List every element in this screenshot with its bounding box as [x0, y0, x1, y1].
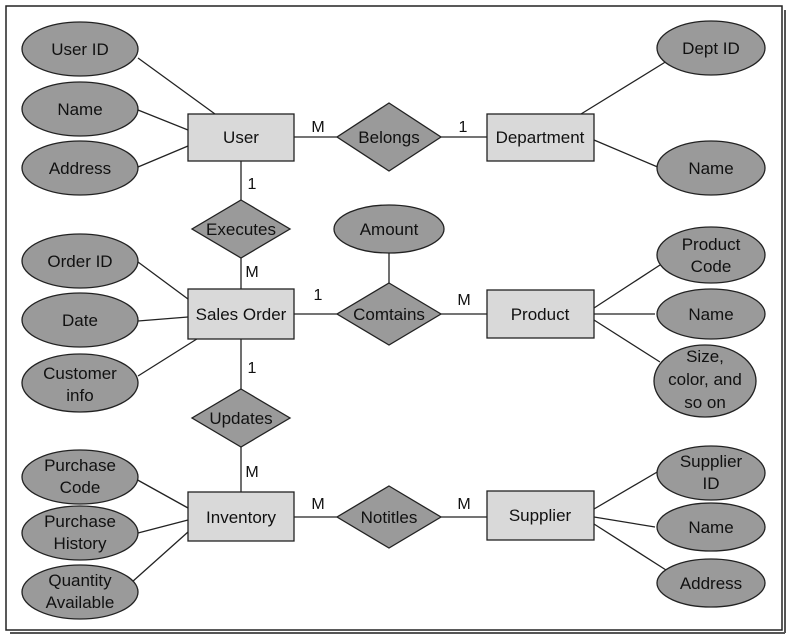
- attr-user-id: User ID: [21, 21, 139, 77]
- attr-dept-name: Name: [656, 140, 766, 196]
- attr-supplier-name: Name: [656, 502, 766, 552]
- relationship-updates-label: Updates: [209, 409, 272, 428]
- line-product-size: [593, 319, 661, 363]
- attr-purchase-code-line1: Purchase: [44, 456, 116, 475]
- card-updates-inventory: M: [245, 464, 258, 481]
- attr-dept-name-label: Name: [688, 159, 733, 178]
- relationship-belongs-label: Belongs: [358, 128, 419, 147]
- attr-product-code: Product Code: [656, 226, 766, 284]
- line-dept-deptid: [580, 60, 668, 115]
- attr-user-address: Address: [21, 140, 139, 196]
- line-date-salesorder: [137, 316, 189, 322]
- attr-supplier-id-line1: Supplier: [680, 452, 743, 471]
- diagram-frame: [5, 5, 783, 631]
- line-product-code: [593, 264, 661, 309]
- attr-purchase-history: Purchase History: [21, 505, 139, 561]
- line-name-user: [137, 109, 189, 131]
- attr-product-name: Name: [656, 288, 766, 340]
- attr-customer-info-line2: info: [66, 386, 93, 405]
- card-belongs-department: 1: [459, 119, 468, 136]
- attr-customer-info: Customer info: [21, 353, 139, 413]
- attr-quantity-available-line2: Available: [46, 593, 115, 612]
- line-address-user: [137, 145, 189, 168]
- attr-order-id: Order ID: [21, 233, 139, 289]
- attr-purchase-code: Purchase Code: [21, 449, 139, 505]
- entity-inventory: Inventory: [187, 491, 295, 542]
- attr-date: Date: [21, 292, 139, 348]
- attr-dept-id-label: Dept ID: [682, 39, 740, 58]
- attr-product-size-line2: color, and: [668, 370, 742, 389]
- connector-lines: [131, 57, 668, 583]
- attr-supplier-name-label: Name: [688, 518, 733, 537]
- line-purchasehistory-inventory: [137, 519, 189, 534]
- entity-inventory-label: Inventory: [206, 508, 276, 527]
- line-purchasecode-inventory: [133, 477, 189, 509]
- attr-user-name-label: Name: [57, 100, 102, 119]
- attr-product-code-line2: Code: [691, 257, 732, 276]
- entity-user-label: User: [223, 128, 259, 147]
- attr-amount-label: Amount: [360, 220, 419, 239]
- relationship-notifies-label: Notitles: [361, 508, 418, 527]
- attr-supplier-id: Supplier ID: [656, 445, 766, 501]
- card-salesorder-updates: 1: [248, 360, 257, 377]
- attr-product-size-line1: Size,: [686, 347, 724, 366]
- entity-sales-order-label: Sales Order: [196, 305, 287, 324]
- attr-purchase-history-line1: Purchase: [44, 512, 116, 531]
- card-salesorder-contains: 1: [314, 287, 323, 304]
- attr-purchase-history-line2: History: [54, 534, 107, 553]
- card-notifies-supplier: M: [457, 496, 470, 513]
- relationship-contains: Comtains: [335, 282, 443, 346]
- attr-amount: Amount: [333, 204, 445, 254]
- card-inventory-notifies: M: [311, 496, 324, 513]
- relationship-executes: Executes: [190, 199, 292, 259]
- attr-user-id-label: User ID: [51, 40, 109, 59]
- entity-department-label: Department: [496, 128, 585, 147]
- relationship-belongs: Belongs: [335, 102, 443, 172]
- relationship-executes-label: Executes: [206, 220, 276, 239]
- line-dept-name: [593, 139, 661, 169]
- attr-purchase-code-line2: Code: [60, 478, 101, 497]
- entity-supplier-label: Supplier: [509, 506, 572, 525]
- entity-department: Department: [486, 113, 595, 162]
- relationship-updates: Updates: [190, 388, 292, 448]
- attr-order-id-label: Order ID: [47, 252, 112, 271]
- attr-user-address-label: Address: [49, 159, 111, 178]
- line-supplier-address: [593, 523, 667, 571]
- attr-supplier-id-line2: ID: [703, 474, 720, 493]
- relationship-notifies: Notitles: [335, 485, 443, 549]
- attr-quantity-available-line1: Quantity: [48, 571, 112, 590]
- attr-dept-id: Dept ID: [656, 20, 766, 76]
- attr-supplier-address: Address: [656, 558, 766, 608]
- attr-date-label: Date: [62, 311, 98, 330]
- relationship-contains-label: Comtains: [353, 305, 425, 324]
- entity-product: Product: [486, 289, 595, 339]
- attr-supplier-address-label: Address: [680, 574, 742, 593]
- line-supplier-name: [593, 516, 656, 528]
- entity-supplier: Supplier: [486, 490, 595, 541]
- attr-product-name-label: Name: [688, 305, 733, 324]
- card-user-belongs: M: [311, 119, 324, 136]
- attr-user-name: Name: [21, 81, 139, 137]
- card-contains-product: M: [457, 292, 470, 309]
- attr-quantity-available: Quantity Available: [21, 564, 139, 620]
- line-supplier-id: [593, 467, 665, 510]
- line-quantity-inventory: [131, 531, 189, 583]
- attr-product-size: Size, color, and so on: [653, 344, 757, 418]
- card-user-executes: 1: [248, 176, 257, 193]
- card-executes-salesorder: M: [245, 264, 258, 281]
- attr-product-code-line1: Product: [682, 235, 741, 254]
- entity-product-label: Product: [511, 305, 570, 324]
- line-userid-user: [137, 57, 216, 115]
- entity-sales-order: Sales Order: [187, 288, 295, 340]
- line-customer-salesorder: [137, 336, 201, 377]
- line-orderid-salesorder: [137, 261, 193, 303]
- attr-product-size-line3: so on: [684, 393, 726, 412]
- attr-customer-info-line1: Customer: [43, 364, 117, 383]
- entity-user: User: [187, 113, 295, 162]
